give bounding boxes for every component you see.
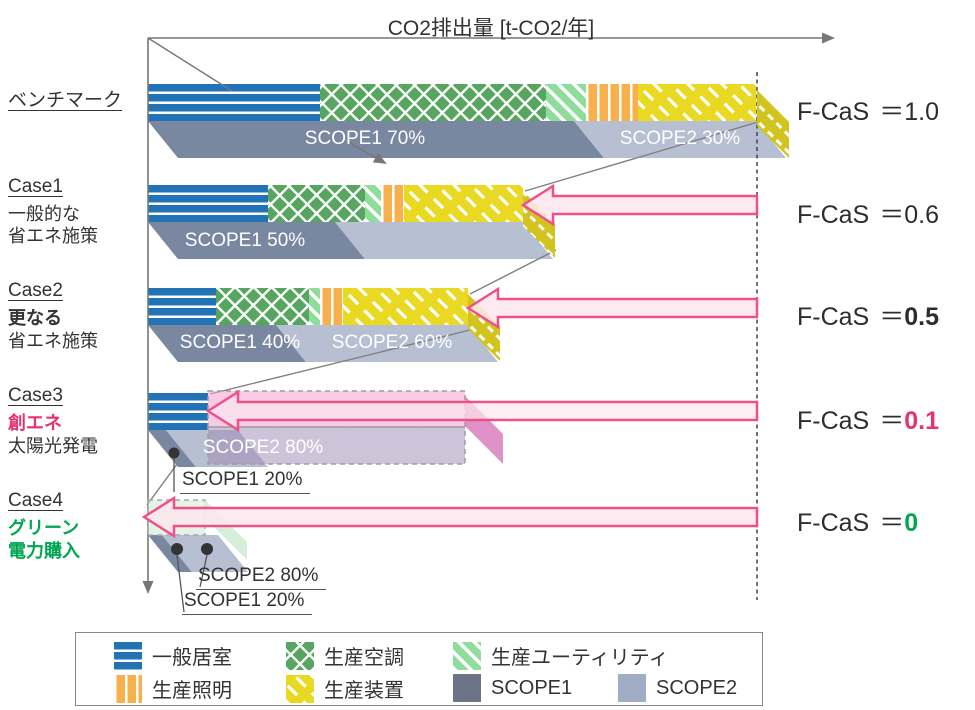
row-sub2-case4: 電力購入 bbox=[8, 541, 80, 561]
legend-item-production-lighting: 生産照明 bbox=[114, 674, 232, 703]
benchmark-scope1-label: SCOPE1 70% bbox=[304, 128, 426, 149]
row-label-case1: Case1 bbox=[8, 176, 63, 197]
fcas-value-benchmark: 1.0 bbox=[904, 98, 940, 126]
row-sub1-case2: 更なる bbox=[8, 308, 62, 328]
fcas-prefix: F-CaS bbox=[797, 407, 870, 435]
legend-item-production-utility: 生産ユーティリティ bbox=[453, 641, 669, 670]
bar-segment-production-hvac bbox=[216, 288, 310, 325]
row-label-case2: Case2 bbox=[8, 280, 63, 301]
legend-swatch-general-room bbox=[114, 641, 142, 670]
case2-scope1-label: SCOPE1 40% bbox=[179, 332, 301, 353]
case4-scope2-callout: SCOPE2 80% bbox=[196, 565, 327, 590]
bar-segment-production-hvac bbox=[267, 185, 365, 222]
legend-label-production-hvac: 生産空調 bbox=[324, 647, 404, 669]
row-sub1-case4: グリーン bbox=[8, 518, 80, 538]
case1-scope1-label: SCOPE1 50% bbox=[184, 230, 306, 251]
fcas-case1: F-CaS ＝0.6 bbox=[797, 195, 939, 231]
fcas-case3: F-CaS ＝0.1 bbox=[797, 401, 939, 437]
fcas-value-case2: 0.5 bbox=[904, 303, 940, 331]
legend-label-scope2: SCOPE2 bbox=[656, 676, 738, 699]
legend-swatch-scope1 bbox=[453, 674, 481, 702]
bar-segment-production-lighting bbox=[320, 288, 344, 325]
legend-item-general-room: 一般居室 bbox=[114, 641, 232, 670]
case4-scope1-callout: SCOPE1 20% bbox=[182, 590, 313, 615]
row-sub2-case2: 省エネ施策 bbox=[8, 331, 98, 351]
row-label-case3: Case3 bbox=[8, 385, 63, 406]
bar-segment-production-lighting bbox=[380, 185, 405, 222]
fcas-equals: ＝ bbox=[879, 407, 905, 435]
case3-scope1-callout: SCOPE1 20% bbox=[180, 469, 311, 494]
legend-swatch-scope2 bbox=[618, 674, 646, 702]
bar-segment-general-room bbox=[148, 393, 209, 430]
bar-segment-production-utility bbox=[364, 185, 381, 222]
bar-segment-production-lighting bbox=[586, 84, 638, 121]
fcas-equals: ＝ bbox=[879, 201, 905, 229]
row-sub1-case3: 創エネ bbox=[8, 413, 62, 433]
case3-scope2-label: SCOPE2 80% bbox=[202, 437, 324, 458]
bar-segment-production-equipment bbox=[637, 84, 757, 121]
legend-item-production-hvac: 生産空調 bbox=[286, 641, 404, 670]
bar-segment-production-utility bbox=[309, 288, 321, 325]
row-sub1-case1: 一般的な bbox=[8, 204, 80, 224]
legend-box: 一般居室 生産空調 生産ユーティリティ 生産照明 生産装置 SCOPE1 bbox=[75, 632, 763, 706]
bar-segment-general-room bbox=[148, 185, 268, 222]
legend-label-production-equipment: 生産装置 bbox=[324, 680, 404, 702]
legend-label-scope1: SCOPE1 bbox=[491, 676, 573, 699]
fcas-equals: ＝ bbox=[879, 509, 905, 537]
legend-swatch-production-equipment bbox=[286, 674, 314, 703]
bar-segment-production-utility bbox=[545, 84, 587, 121]
legend-label-production-utility: 生産ユーティリティ bbox=[491, 647, 669, 669]
fcas-equals: ＝ bbox=[879, 98, 905, 126]
bar-segment-production-hvac bbox=[319, 84, 546, 121]
fcas-equals: ＝ bbox=[879, 303, 905, 331]
row-label-case4: Case4 bbox=[8, 490, 63, 511]
case2-scope2-label: SCOPE2 60% bbox=[331, 332, 453, 353]
bar-segment-general-room bbox=[148, 288, 217, 325]
legend-swatch-production-lighting bbox=[114, 674, 142, 703]
bar-segment-production-equipment bbox=[343, 288, 469, 325]
fcas-prefix: F-CaS bbox=[797, 98, 870, 126]
legend-label-production-lighting: 生産照明 bbox=[152, 680, 232, 702]
fcas-value-case4: 0 bbox=[904, 509, 919, 537]
bar-segment-production-equipment bbox=[404, 185, 523, 222]
legend-item-scope2: SCOPE2 bbox=[618, 674, 737, 702]
benchmark-scope2-label: SCOPE2 30% bbox=[619, 128, 741, 149]
fcas-prefix: F-CaS bbox=[797, 303, 870, 331]
fcas-prefix: F-CaS bbox=[797, 201, 870, 229]
legend-item-production-equipment: 生産装置 bbox=[286, 674, 404, 703]
fcas-benchmark: F-CaS ＝1.0 bbox=[797, 92, 939, 128]
row-sub2-case1: 省エネ施策 bbox=[8, 226, 98, 246]
fcas-value-case3: 0.1 bbox=[904, 407, 940, 435]
fcas-case2: F-CaS ＝0.5 bbox=[797, 297, 939, 333]
chart-title: CO2排出量 [t-CO2/年] bbox=[387, 17, 595, 40]
row-label-benchmark: ベンチマーク bbox=[8, 90, 123, 111]
fcas-prefix: F-CaS bbox=[797, 509, 870, 537]
fcas-value-case1: 0.6 bbox=[904, 201, 940, 229]
legend-swatch-production-utility bbox=[453, 641, 481, 670]
legend-item-scope1: SCOPE1 bbox=[453, 674, 572, 702]
row-sub2-case3: 太陽光発電 bbox=[8, 436, 98, 456]
legend-swatch-production-hvac bbox=[286, 641, 314, 670]
fcas-case4: F-CaS ＝0 bbox=[797, 503, 918, 539]
legend-label-general-room: 一般居室 bbox=[152, 647, 232, 669]
